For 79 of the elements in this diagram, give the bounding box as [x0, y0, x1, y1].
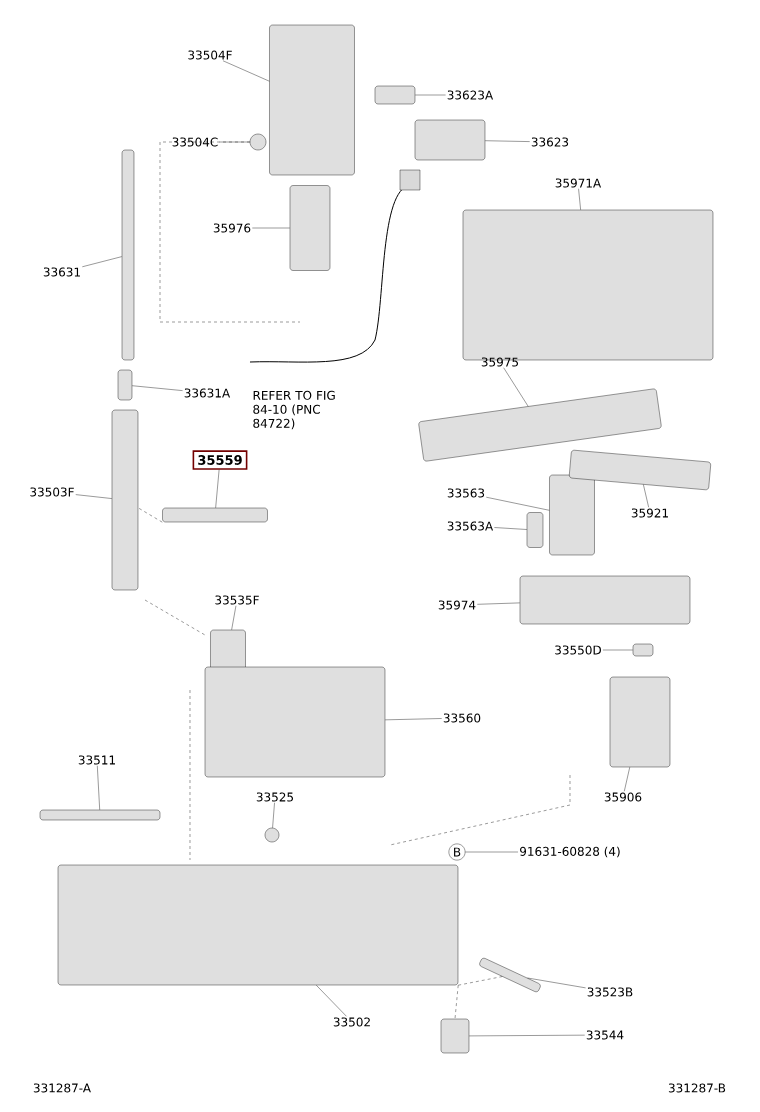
callout-number: 33623A	[447, 90, 494, 100]
leader-line	[527, 977, 586, 989]
sleeve-drawing	[289, 185, 331, 271]
rod-drawing	[121, 149, 135, 361]
leader-line	[316, 985, 347, 1017]
callout-number: 33544	[586, 1030, 624, 1040]
callout-number: 33504C	[172, 137, 218, 147]
housing-drawing	[519, 575, 691, 625]
leader-line	[494, 527, 527, 530]
callout-number: 33535F	[215, 595, 259, 605]
callout-number: 33503F	[30, 487, 74, 497]
callout-number: 33502	[333, 1017, 370, 1027]
leader-line	[477, 602, 520, 605]
callout-number: 35559	[192, 450, 248, 470]
leader-line	[415, 94, 446, 96]
callout-number: 33631A	[184, 388, 231, 398]
callout-number: 33550D	[555, 645, 601, 655]
detent-drawing	[549, 474, 595, 556]
assembly-line	[138, 507, 163, 523]
leader-line	[486, 497, 550, 511]
leader-line	[252, 227, 290, 229]
leader-line	[215, 469, 220, 508]
leader-line	[485, 140, 530, 142]
callout-number: 33523B	[587, 987, 633, 997]
leader-line	[75, 494, 112, 499]
drawing-number: 331287-B	[668, 1083, 726, 1093]
callout-number: 33631	[43, 267, 80, 277]
callout-number: 35975	[481, 357, 518, 367]
wire-drawing	[609, 676, 671, 768]
leader-line	[469, 1034, 585, 1037]
callout-number: 33623	[531, 137, 569, 147]
leader-line	[219, 141, 250, 143]
callout-number: 33560	[443, 713, 481, 723]
leader-line	[82, 256, 122, 267]
leader-line	[578, 188, 581, 210]
spring-drawing	[526, 512, 544, 548]
callout-number: 33504F	[188, 50, 232, 60]
block-drawing	[204, 666, 386, 778]
bracket-drawing	[162, 507, 268, 523]
callout-number: 33525	[256, 792, 294, 802]
plate-drawing	[569, 450, 711, 490]
callout-number: 91631-60828 (4)	[520, 846, 620, 858]
leader-line	[624, 767, 630, 792]
assembly-line	[454, 985, 459, 1019]
callout-number: 33511	[78, 755, 115, 765]
leader-line	[503, 367, 529, 407]
washer-drawing	[264, 827, 280, 843]
pin-drawing	[479, 957, 541, 993]
refer-note: REFER TO FIG 84-10 (PNC 84722)	[253, 390, 335, 430]
callout-number: 35974	[438, 600, 476, 610]
callout-number: 33563A	[447, 521, 494, 531]
leader-line	[97, 765, 100, 810]
shift-knob-drawing	[269, 24, 355, 176]
callout-number: 33563	[447, 488, 485, 498]
callout-number: 35906	[604, 792, 642, 802]
spring-drawing	[374, 85, 416, 105]
leader-line	[222, 60, 270, 82]
lever-drawing	[111, 409, 139, 591]
plate-drawing	[418, 388, 662, 462]
clip-drawing	[440, 1018, 470, 1054]
screw-drawing	[249, 133, 267, 151]
leader-line	[231, 605, 237, 630]
leader-line	[643, 484, 649, 508]
callout-number: 35971A	[555, 178, 602, 188]
bolt-drawing	[39, 809, 161, 821]
base-drawing	[57, 864, 459, 986]
leader-line	[465, 851, 519, 853]
callout-number: B	[448, 843, 466, 861]
spring-drawing	[117, 369, 133, 401]
drawing-number: 331287-A	[33, 1083, 91, 1093]
callout-number: 35921	[631, 508, 668, 518]
leader-line	[132, 385, 183, 391]
leader-line	[602, 649, 633, 651]
callout-number: 35976	[213, 223, 251, 233]
leader-line	[385, 718, 442, 721]
button-drawing	[414, 119, 486, 161]
assembly-line	[458, 976, 503, 986]
leader-line	[272, 802, 275, 829]
bulb-drawing	[632, 643, 654, 657]
